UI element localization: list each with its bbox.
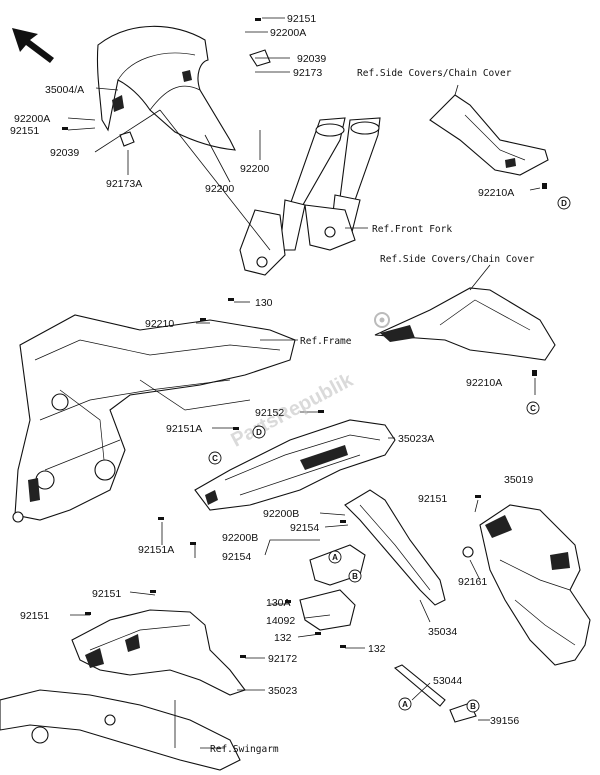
svg-text:D: D <box>561 199 567 208</box>
label-92151a-upper: 92151A <box>166 423 202 435</box>
label-92151-right: 92151 <box>418 493 447 505</box>
callout-d-lower: D <box>252 425 266 439</box>
callout-a-lower: A <box>398 697 412 711</box>
label-92039-left: 92039 <box>50 147 79 159</box>
rear-inner-fender-part <box>194 419 396 511</box>
label-35004a: 35004/A <box>45 84 84 96</box>
label-92151: 92151 <box>287 13 316 25</box>
label-35023a: 35023A <box>398 433 434 445</box>
callout-a-upper: A <box>328 550 342 564</box>
ref-front-fork: Ref.Front Fork <box>372 224 452 235</box>
label-92200a-left: 92200A <box>14 113 50 125</box>
reference-labels: Ref.Side Covers/Chain Cover Ref.Front Fo… <box>210 68 535 755</box>
watermark-gear-icon <box>374 312 390 328</box>
label-92200a: 92200A <box>270 27 306 39</box>
label-92154-upper: 92154 <box>290 522 319 534</box>
label-92200-lower: 92200 <box>205 183 234 195</box>
label-92173a: 92173A <box>106 178 142 190</box>
label-92200-upper: 92200 <box>240 163 269 175</box>
svg-text:A: A <box>332 553 338 562</box>
label-130: 130 <box>255 297 273 309</box>
label-92210a-lower: 92210A <box>466 377 502 389</box>
ref-side-covers-middle: Ref.Side Covers/Chain Cover <box>380 254 535 265</box>
callout-b-lower: B <box>466 699 480 713</box>
label-92151-left: 92151 <box>10 125 39 137</box>
label-35023: 35023 <box>268 685 297 697</box>
callout-d-upper: D <box>557 196 571 210</box>
label-92151a-lower: 92151A <box>138 544 174 556</box>
label-92151-chainguard-left: 92151 <box>20 610 49 622</box>
label-92200b-upper: 92200B <box>263 508 299 520</box>
label-35034: 35034 <box>428 626 457 638</box>
label-53044: 53044 <box>433 675 462 687</box>
label-92039: 92039 <box>297 53 326 65</box>
label-92172: 92172 <box>268 653 297 665</box>
label-92154-lower: 92154 <box>222 551 251 563</box>
label-92200b-lower: 92200B <box>222 532 258 544</box>
label-35019: 35019 <box>504 474 533 486</box>
svg-text:B: B <box>352 572 358 581</box>
callout-b-upper: B <box>348 569 362 583</box>
label-92161: 92161 <box>458 576 487 588</box>
label-92210a-upper: 92210A <box>478 187 514 199</box>
callout-c-left: C <box>208 451 222 465</box>
label-130a: 130A <box>266 597 291 609</box>
license-bracket-part <box>299 489 446 631</box>
front-fender-part <box>96 25 236 151</box>
chain-guard-part <box>71 609 246 696</box>
part-labels: 92151 92200A 92039 92173 35004/A 92200A … <box>10 13 533 727</box>
label-92173: 92173 <box>293 67 322 79</box>
svg-text:B: B <box>470 702 476 711</box>
ref-side-covers-upper: Ref.Side Covers/Chain Cover <box>357 68 512 79</box>
callout-c-right: C <box>526 401 540 415</box>
side-cover-upper-part <box>429 94 549 176</box>
frame-part <box>12 314 296 523</box>
label-92152: 92152 <box>255 407 284 419</box>
svg-text:C: C <box>530 404 536 413</box>
side-cover-middle-part <box>374 287 556 361</box>
svg-text:A: A <box>402 700 408 709</box>
swingarm-part <box>0 689 241 771</box>
label-92210: 92210 <box>145 318 174 330</box>
front-fork-part <box>239 117 381 276</box>
label-92151-chainguard-top: 92151 <box>92 588 121 600</box>
rear-fender-part <box>479 504 591 666</box>
svg-text:D: D <box>256 428 262 437</box>
label-132-left: 132 <box>274 632 292 644</box>
ref-frame: Ref.Frame <box>300 336 352 347</box>
label-14092: 14092 <box>266 615 295 627</box>
direction-arrow-icon <box>12 28 54 63</box>
leader-lines <box>67 17 541 749</box>
svg-text:C: C <box>212 454 218 463</box>
ref-swingarm: Ref.Swingarm <box>210 744 279 755</box>
hardware-bolts <box>62 18 547 723</box>
label-132-right: 132 <box>368 643 386 655</box>
label-39156: 39156 <box>490 715 519 727</box>
